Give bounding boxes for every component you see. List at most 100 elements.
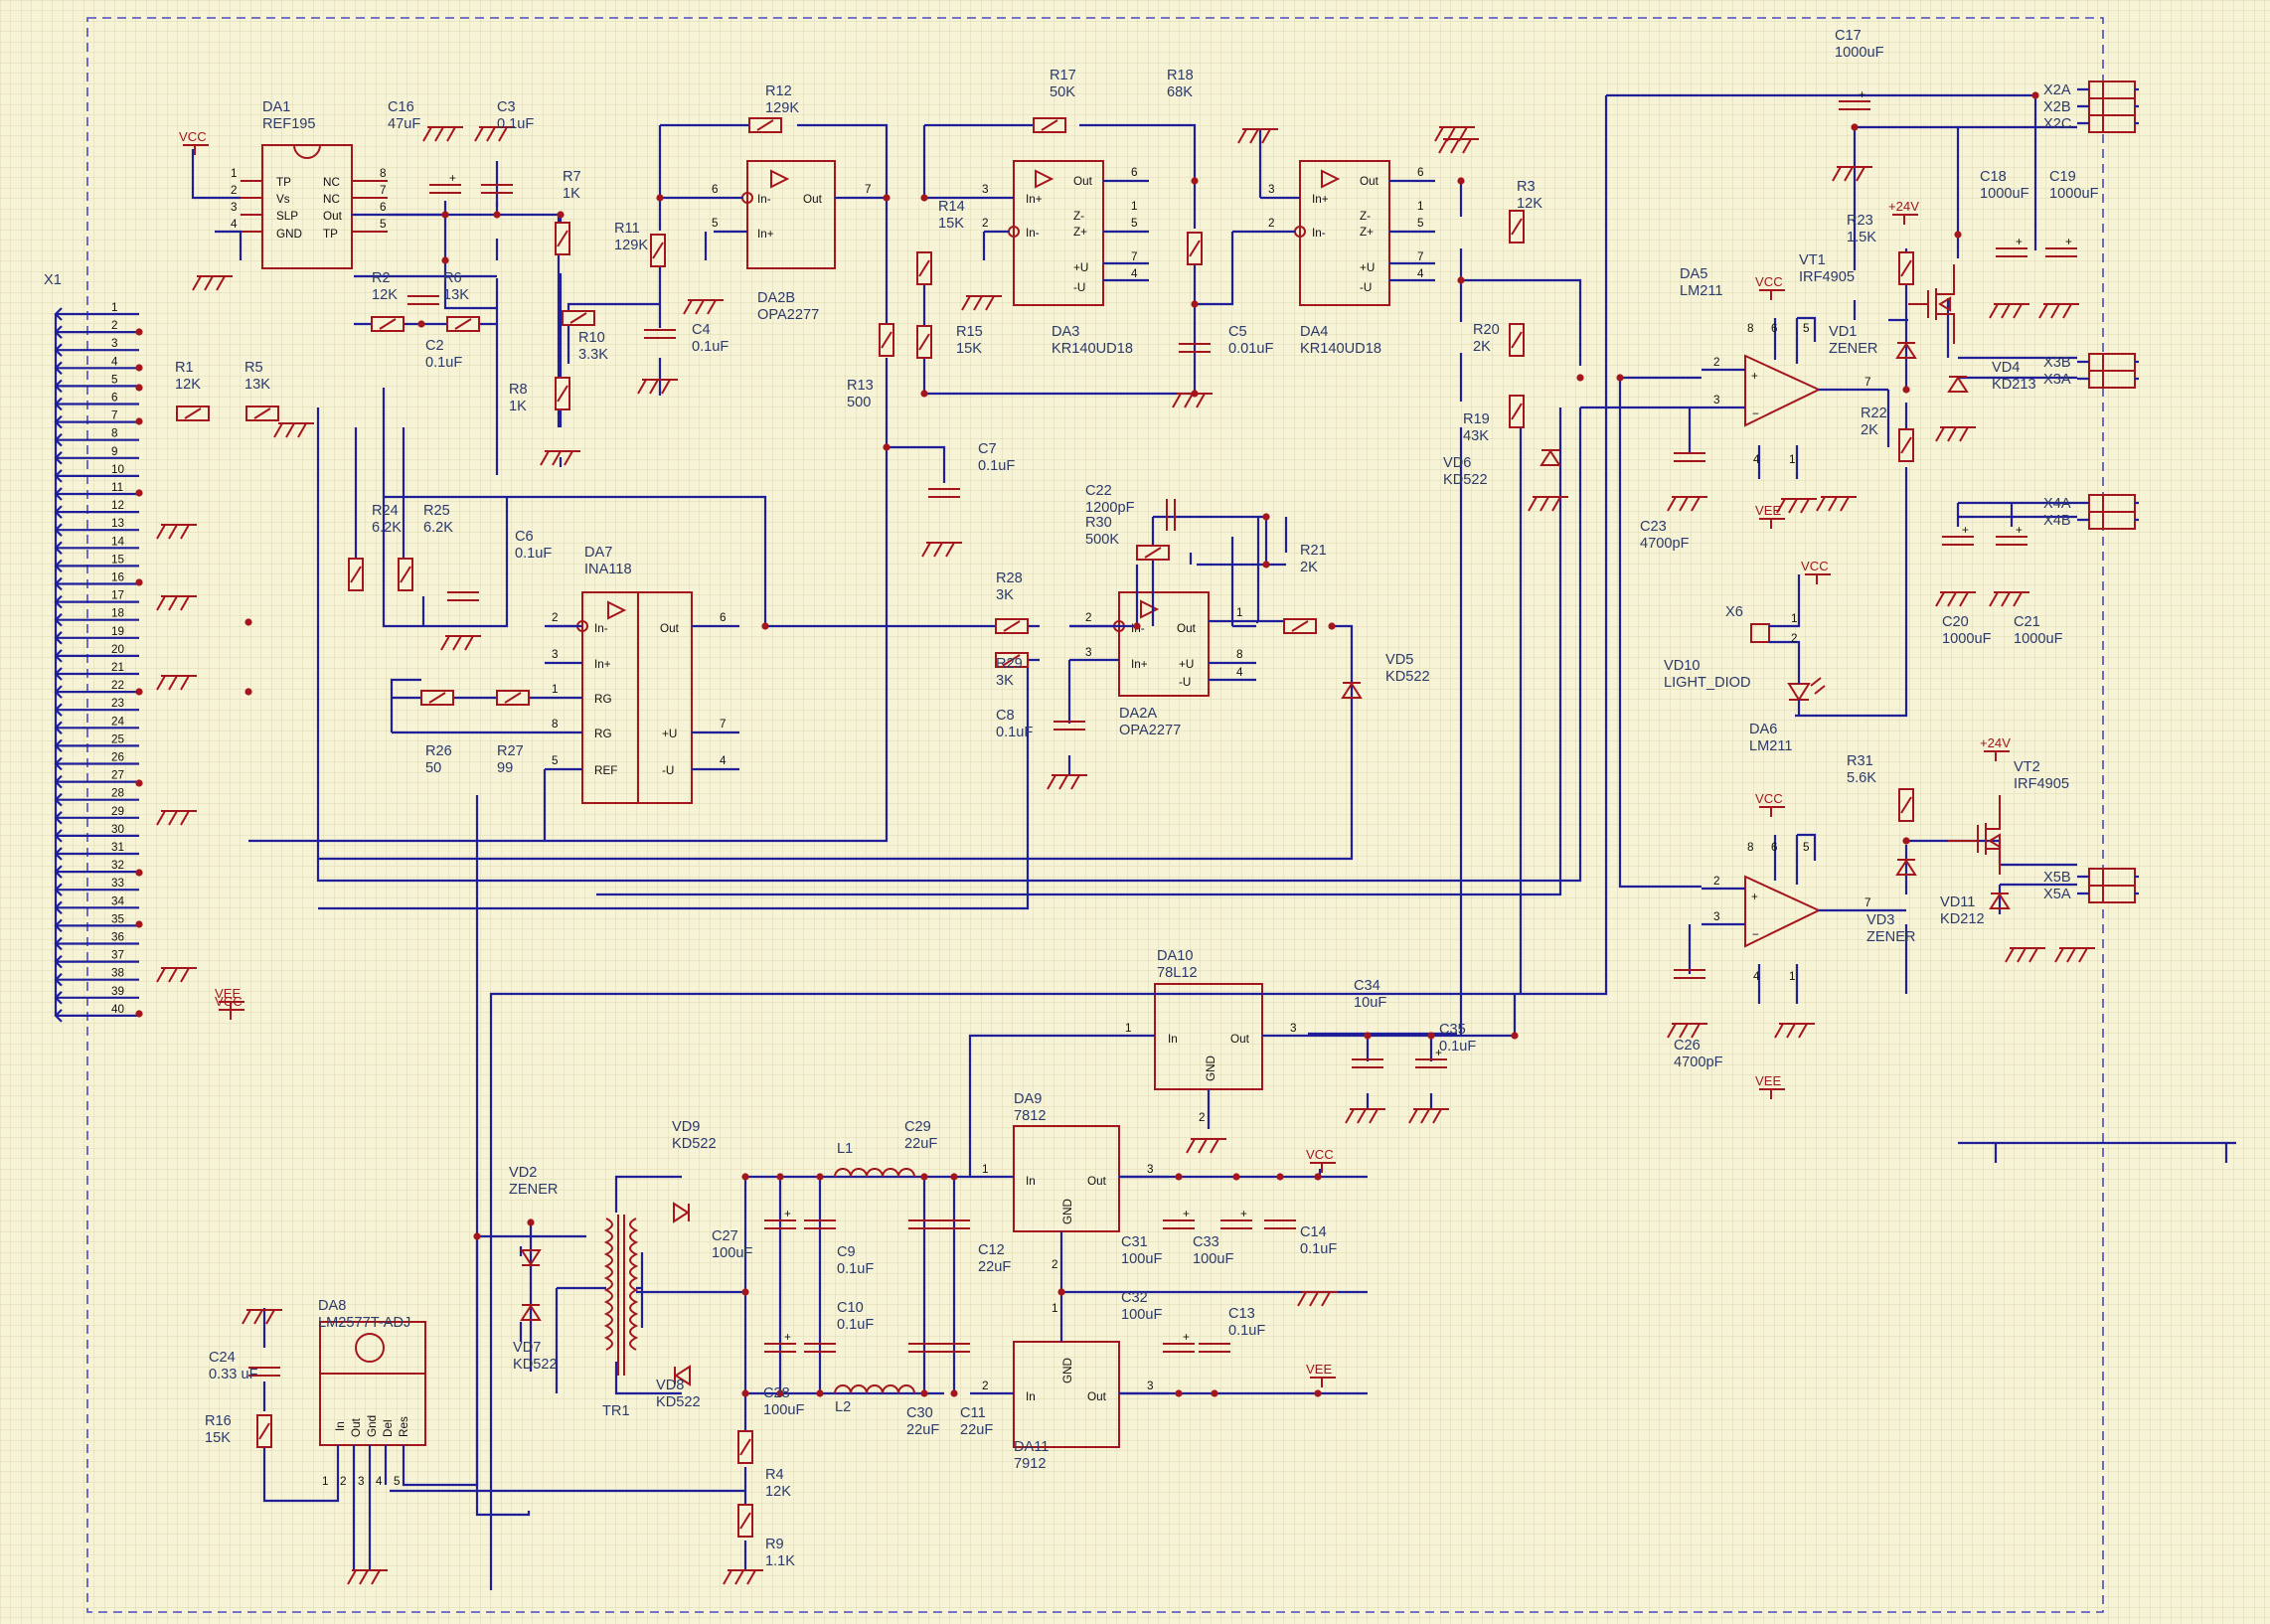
component-ref: VD3 — [1866, 912, 1894, 928]
svg-text:Del: Del — [382, 1419, 395, 1437]
ground-icon — [637, 379, 678, 395]
svg-text:+U: +U — [662, 728, 677, 740]
component-ref: DA2A — [1119, 706, 1157, 722]
svg-text:In+: In+ — [594, 658, 611, 671]
x1-pin-number: 16 — [111, 571, 124, 584]
svg-text:GND: GND — [1061, 1358, 1074, 1383]
component-value: 1000uF — [1980, 186, 2029, 202]
x1-pin-number: 1 — [111, 301, 118, 314]
component-value: 47uF — [388, 116, 420, 132]
x1-pin-number: 37 — [111, 949, 124, 962]
component-value: 6.2K — [423, 520, 453, 536]
component-ref: VD8 — [656, 1378, 684, 1393]
svg-text:1: 1 — [552, 683, 559, 696]
svg-text:2: 2 — [231, 184, 238, 197]
svg-text:+: + — [449, 172, 456, 185]
component-value: 15K — [205, 1430, 231, 1446]
capacitor-symbol — [908, 1343, 940, 1353]
ground-icon — [1528, 496, 1568, 512]
component-ref: C20 — [1942, 614, 1969, 630]
component-value: 129K — [765, 100, 799, 116]
component-value: 100uF — [1121, 1307, 1162, 1323]
svg-text:3: 3 — [1268, 183, 1275, 196]
svg-text:1: 1 — [231, 167, 238, 180]
svg-text:In+: In+ — [757, 228, 774, 241]
x1-pin-number: 31 — [111, 841, 124, 854]
junction-dot — [1191, 177, 1199, 185]
x1-ref: X1 — [44, 272, 62, 288]
power-label-vcc: VCC — [1801, 559, 1829, 573]
svg-text:In+: In+ — [1131, 658, 1148, 671]
svg-text:In-: In- — [757, 193, 771, 206]
component-value: 100uF — [1193, 1251, 1233, 1267]
svg-text:4: 4 — [231, 218, 238, 231]
svg-text:−: − — [1752, 407, 1759, 420]
svg-text:+: + — [1183, 1331, 1190, 1344]
component-ref: C4 — [692, 322, 711, 338]
junction-dot — [1057, 1288, 1065, 1296]
component-ref: C35 — [1439, 1022, 1466, 1038]
component-ref: C7 — [978, 441, 997, 457]
svg-text:4: 4 — [1417, 267, 1424, 280]
ground-icon — [1297, 1291, 1338, 1307]
junction-dot — [2031, 91, 2039, 99]
component-ref: DA4 — [1300, 324, 1328, 340]
svg-text:4: 4 — [1753, 453, 1760, 466]
ground-icon — [1989, 303, 2029, 319]
svg-text:Out: Out — [1230, 1033, 1250, 1046]
component-value: 3.3K — [578, 347, 608, 363]
component-ref: C16 — [388, 99, 414, 115]
ground-icon — [242, 1309, 282, 1325]
x1-pin-number: 12 — [111, 499, 124, 512]
component-ref: R7 — [563, 169, 581, 185]
ground-icon — [347, 1569, 388, 1585]
junction-dot — [135, 869, 143, 877]
x1-pin-number: 28 — [111, 787, 124, 800]
svg-text:GND: GND — [1205, 1056, 1217, 1081]
svg-text:7: 7 — [1865, 896, 1871, 909]
capacitor-symbol — [2045, 247, 2077, 257]
component-value: 129K — [614, 238, 648, 253]
component-value: 1200pF — [1085, 500, 1135, 516]
svg-text:2: 2 — [1052, 1258, 1058, 1271]
capacitor-symbol — [804, 1219, 836, 1229]
component-ref: R31 — [1847, 753, 1873, 769]
svg-text:8: 8 — [552, 718, 559, 731]
component-value: 0.1uF — [1300, 1241, 1337, 1257]
component-value: 0.1uF — [837, 1317, 874, 1333]
junction-dot — [1232, 1173, 1240, 1181]
junction-dot — [950, 1173, 958, 1181]
component-ref: C34 — [1354, 978, 1380, 994]
component-value: 15K — [938, 216, 964, 232]
junction-dot — [527, 1218, 535, 1226]
component-value: 1.1K — [765, 1553, 795, 1569]
junction-dot — [950, 1389, 958, 1397]
component-value: 1K — [509, 399, 527, 414]
component-ref: C2 — [425, 338, 444, 354]
x1-pin-number: 40 — [111, 1003, 125, 1016]
svg-text:5: 5 — [394, 1475, 401, 1488]
svg-text:GND: GND — [1061, 1199, 1074, 1224]
svg-text:1: 1 — [1789, 453, 1796, 466]
svg-text:6: 6 — [1131, 166, 1138, 179]
x1-pin-number: 29 — [111, 805, 124, 818]
x1-pin-number: 23 — [111, 697, 124, 710]
svg-text:4: 4 — [1753, 970, 1760, 983]
component-value: 0.1uF — [497, 116, 534, 132]
diode-symbol — [674, 1365, 691, 1386]
ground-icon — [1345, 1108, 1385, 1124]
component-ref: C19 — [2049, 169, 2076, 185]
svg-text:6: 6 — [720, 611, 727, 624]
component-ref: C26 — [1674, 1038, 1701, 1054]
diode-symbol — [1341, 682, 1363, 699]
ground-icon — [192, 275, 233, 291]
component-value: 43K — [1463, 428, 1489, 444]
svg-text:1: 1 — [1417, 200, 1424, 213]
component-value: 10uF — [1354, 995, 1386, 1011]
svg-text:3: 3 — [552, 648, 559, 661]
junction-dot — [761, 622, 769, 630]
ground-icon — [1774, 1023, 1815, 1039]
component-ref: C5 — [1228, 324, 1247, 340]
